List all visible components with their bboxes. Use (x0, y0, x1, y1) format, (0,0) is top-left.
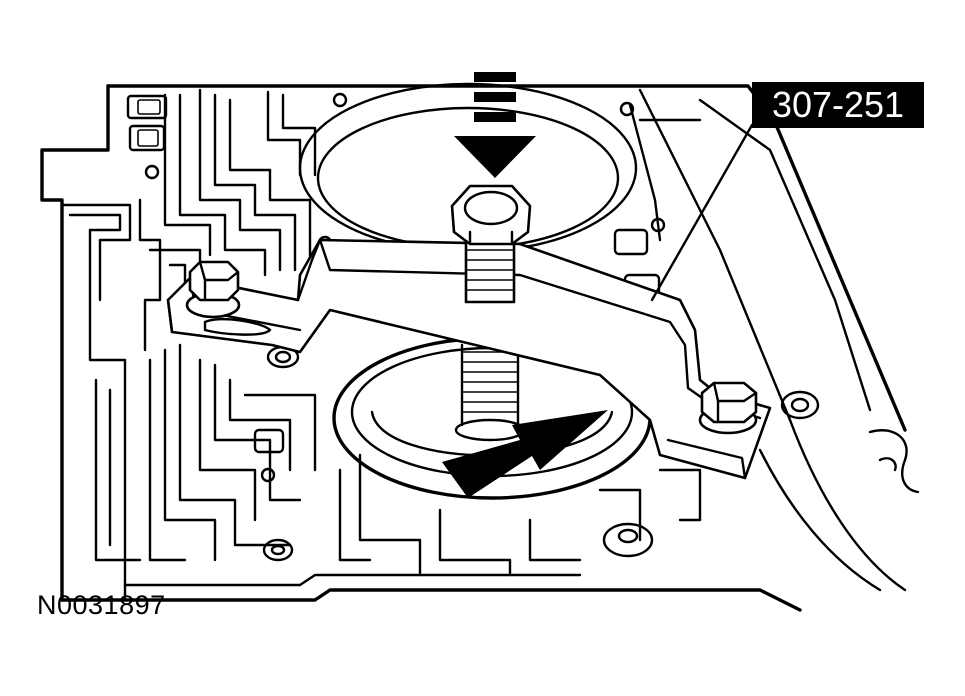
right-mounting-bolt (698, 381, 758, 435)
case-bolt-hole (780, 390, 820, 420)
tool-number-callout: 307-251 (752, 82, 924, 128)
arrow-right-bold-icon (442, 410, 608, 498)
case-bolt-hole (262, 538, 294, 562)
figure-id-label: N0031897 (37, 590, 166, 620)
callout-leader-line (650, 123, 754, 302)
case-bolt-hole (602, 522, 654, 558)
arrow-down-dashed-icon (454, 72, 536, 178)
forcing-screw-upper (450, 184, 532, 304)
left-mounting-bolt (185, 260, 241, 319)
